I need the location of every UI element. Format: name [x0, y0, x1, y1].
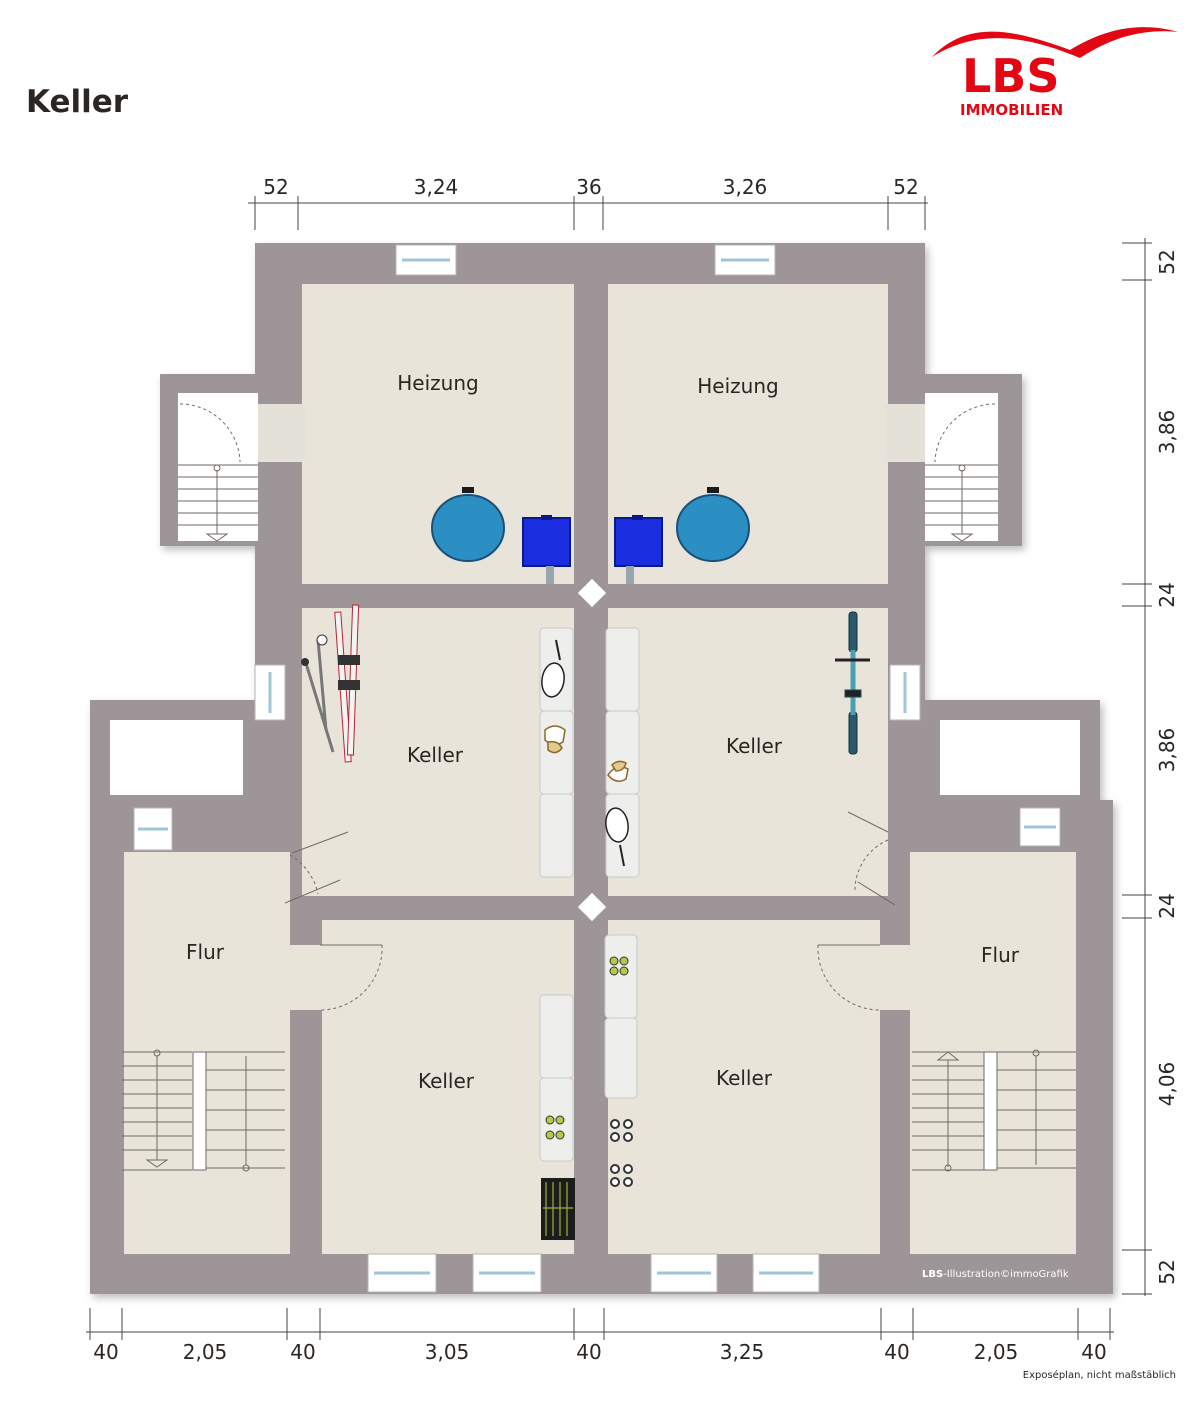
- dim-right-5: 24: [1155, 893, 1179, 918]
- page-title: Keller: [26, 84, 129, 120]
- room-label-keller-mid-left: Keller: [407, 743, 464, 767]
- stairs-icon: [912, 1049, 1076, 1172]
- pump-icon: [522, 515, 571, 584]
- dim-bottom-2: 2,05: [183, 1340, 228, 1364]
- room-label-heizung-left: Heizung: [397, 371, 478, 395]
- window-icon: [133, 244, 1061, 1293]
- stairs-icon: [178, 464, 258, 542]
- dim-bottom-1: 40: [93, 1340, 118, 1364]
- bottles-icon: [610, 1119, 633, 1187]
- dim-bottom-8: 2,05: [974, 1340, 1019, 1364]
- room-floors: [110, 284, 1080, 1254]
- footnote: Exposéplan, nicht maßstäblich: [1023, 1369, 1176, 1381]
- dim-top-1: 52: [263, 175, 288, 199]
- dim-top-4: 3,26: [723, 175, 768, 199]
- stairs-icon: [122, 1049, 285, 1172]
- dim-right-6: 4,06: [1155, 1062, 1179, 1107]
- shoes-icon: [544, 725, 566, 754]
- bottles-icon: [545, 956, 629, 1140]
- ski-icon: [301, 604, 360, 763]
- dim-right-7: 52: [1155, 1259, 1179, 1284]
- shoes-icon: [607, 760, 629, 782]
- lbs-logo: LBS IMMOBILIEN: [932, 27, 1178, 119]
- door-swing-icon: [179, 403, 996, 1011]
- room-label-keller-low-left: Keller: [418, 1069, 475, 1093]
- tennis-racket-icon: [605, 807, 629, 867]
- dim-bottom-6: 3,25: [720, 1340, 765, 1364]
- shelf: [539, 627, 640, 1162]
- pipe-shaft: [577, 578, 607, 608]
- pump-icon: [614, 515, 663, 584]
- room-label-heizung-right: Heizung: [697, 374, 778, 398]
- credit-text: -Illustration©immoGrafik: [943, 1269, 1069, 1280]
- dim-top-3: 36: [576, 175, 601, 199]
- room-label-flur-right: Flur: [981, 943, 1020, 967]
- room-label-keller-low-right: Keller: [716, 1066, 773, 1090]
- dim-bottom-4: 3,05: [425, 1340, 470, 1364]
- dim-right-4: 3,86: [1155, 728, 1179, 773]
- tank-icon: [431, 487, 505, 562]
- wine-rack-icon: [541, 1178, 575, 1240]
- dim-bottom-7: 40: [884, 1340, 909, 1364]
- dim-bottom-5: 40: [576, 1340, 601, 1364]
- tennis-racket-icon: [541, 639, 565, 698]
- dim-right-3: 24: [1155, 582, 1179, 607]
- dimension-lines: [86, 196, 1152, 1340]
- dim-top-2: 3,24: [414, 175, 459, 199]
- bicycle-icon: [835, 611, 870, 755]
- pipe-shaft: [577, 892, 607, 922]
- dim-top-5: 52: [893, 175, 918, 199]
- tank-icon: [676, 487, 750, 562]
- credit-brand: LBS: [922, 1269, 943, 1280]
- logo-brand: LBS: [962, 49, 1060, 103]
- dim-right-2: 3,86: [1155, 410, 1179, 455]
- dim-bottom-3: 40: [290, 1340, 315, 1364]
- room-label-keller-mid-right: Keller: [726, 734, 783, 758]
- stairs-icon: [925, 464, 998, 542]
- dim-bottom-9: 40: [1081, 1340, 1106, 1364]
- logo-sub: IMMOBILIEN: [960, 101, 1063, 119]
- dim-right-1: 52: [1155, 249, 1179, 274]
- room-label-flur-left: Flur: [186, 940, 225, 964]
- illustration-credit: LBS-Illustration©immoGrafik: [922, 1269, 1069, 1280]
